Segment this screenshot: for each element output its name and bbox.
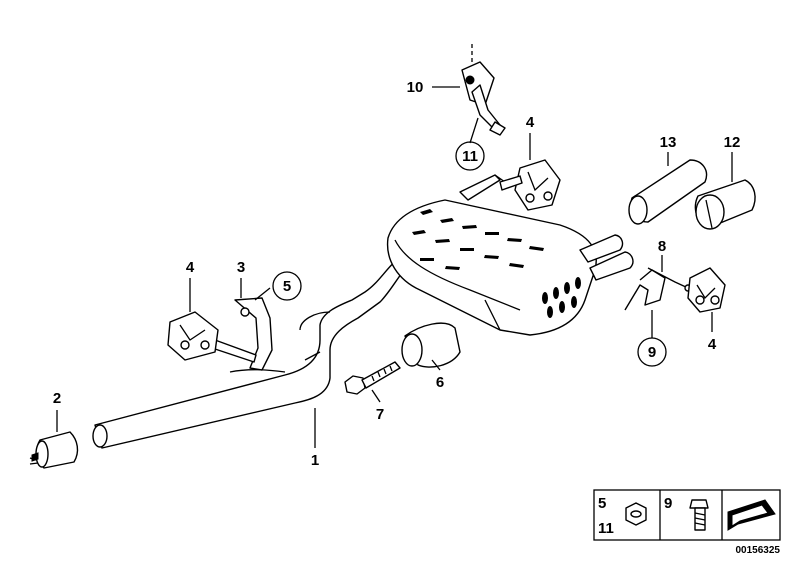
- legend-label-9: 9: [664, 495, 672, 512]
- upper-bracket[interactable]: [461, 44, 506, 136]
- callout-5[interactable]: 5: [283, 278, 291, 295]
- legend-label-5: 5: [598, 495, 606, 512]
- callout-13[interactable]: 13: [660, 134, 677, 151]
- tail-trim-12[interactable]: [694, 179, 756, 230]
- bolt-icon: [689, 499, 709, 531]
- callout-4-top[interactable]: 4: [526, 114, 535, 131]
- callouts: 1 2 3 4 5 6 7 10 11 4 13 12 8 9 4: [53, 79, 741, 469]
- tail-trim-13[interactable]: [628, 159, 708, 225]
- callout-5-circle: [272, 271, 302, 301]
- callout-4-left[interactable]: 4: [186, 259, 195, 276]
- arrow-pointer-icon: [727, 499, 776, 531]
- rear-silencer[interactable]: [386, 174, 634, 336]
- callout-6[interactable]: 6: [436, 374, 444, 391]
- part-number: 00156325: [736, 545, 781, 556]
- callout-8[interactable]: 8: [658, 238, 666, 255]
- rubber-mount-right[interactable]: [687, 267, 726, 313]
- bracket[interactable]: [211, 297, 273, 371]
- legend-box: 5 11 9: [593, 489, 781, 541]
- legend-label-11: 11: [598, 520, 614, 537]
- clamp[interactable]: [29, 431, 79, 469]
- callout-12[interactable]: 12: [724, 134, 741, 151]
- leader-lines: [56, 86, 733, 448]
- nut-icon: [625, 502, 647, 526]
- callout-7[interactable]: 7: [376, 406, 384, 423]
- callout-1[interactable]: 1: [311, 452, 319, 469]
- callout-2[interactable]: 2: [53, 390, 61, 407]
- hex-bolt[interactable]: [344, 361, 401, 395]
- clip[interactable]: [624, 267, 692, 311]
- callout-11[interactable]: 11: [462, 148, 478, 165]
- rubber-mount-top[interactable]: [499, 159, 561, 211]
- callout-3[interactable]: 3: [237, 259, 245, 276]
- callout-4-right[interactable]: 4: [708, 336, 717, 353]
- silencer-embossing: [412, 209, 581, 318]
- callout-9[interactable]: 9: [648, 344, 656, 361]
- rubber-mount-left[interactable]: [167, 311, 219, 361]
- callout-10[interactable]: 10: [407, 79, 424, 96]
- callout-11-circle: [455, 141, 485, 171]
- callout-9-circle: [637, 337, 667, 367]
- rubber-ring[interactable]: [401, 322, 461, 368]
